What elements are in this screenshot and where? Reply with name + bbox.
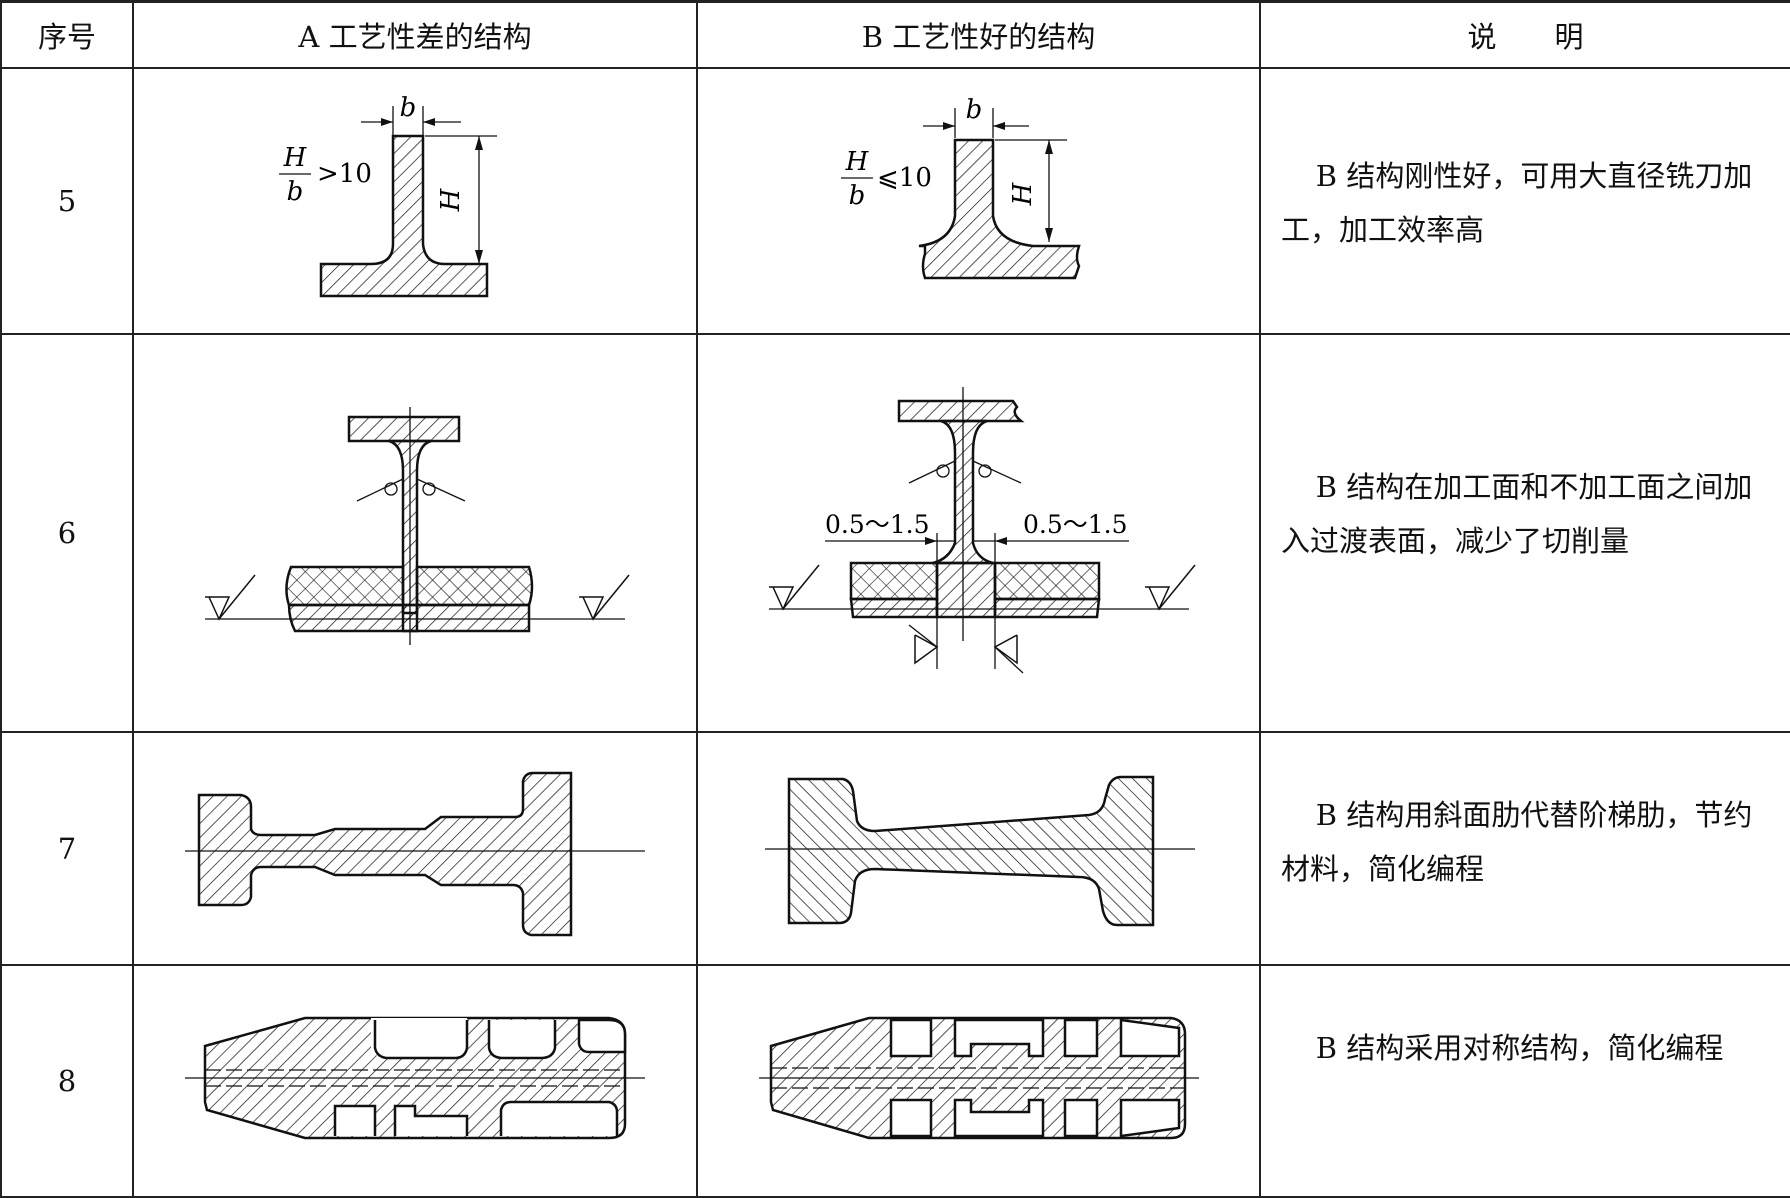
t-section-drawing-a: b H H b >10 [279,96,497,298]
stepped-rib-drawing-a [185,771,645,936]
figure-a [132,964,698,1198]
row-index: 7 [0,731,134,966]
dim-b-label: b [400,96,417,123]
figure-b [696,731,1261,966]
dim-left-label: 0.5～1.5 [825,510,930,539]
header-row: 序号 A 工艺性差的结构 B 工艺性好的结构 说 明 [0,0,1790,69]
table-row: 6 [0,333,1790,733]
table-row: 5 b H H b >10 [0,67,1790,335]
table-row: 7 B 结构用斜面肋代替阶梯肋，节约材料，简化编程 [0,731,1790,966]
figure-b: 0.5～1.5 0.5～1.5 [696,333,1261,733]
row-index: 8 [0,964,134,1198]
symmetric-part-drawing-b [758,1016,1199,1140]
flange-section-drawing-a [205,407,630,645]
t-section-drawing-b: b H H b ⩽10 [840,96,1081,280]
ratio-condition: >10 [317,159,372,189]
header-col-b: B 工艺性好的结构 [696,0,1261,69]
row-description: B 结构在加工面和不加工面之间加入过渡表面，减少了切削量 [1281,470,1753,558]
figure-b [696,964,1261,1198]
figure-a [132,731,698,966]
flange-section-drawing-b: 0.5～1.5 0.5～1.5 [768,387,1196,674]
row-index: 6 [0,333,134,733]
figure-a: b H H b >10 [132,67,698,335]
row-description: B 结构刚性好，可用大直径铣刀加工，加工效率高 [1281,159,1753,247]
ratio-condition: ⩽10 [877,163,932,193]
dim-b-label: b [965,96,982,125]
ratio-denominator: b [287,177,304,207]
asymmetric-part-drawing-a [185,1016,645,1140]
figure-a [132,333,698,733]
table-row: 8 [0,964,1790,1198]
ratio-denominator: b [848,181,865,211]
dim-h-label: H [436,187,466,212]
ratio-numerator: H [283,143,308,173]
ratio-numerator: H [844,147,869,177]
header-index: 序号 [0,0,134,69]
row-index: 5 [0,67,134,335]
header-col-a: A 工艺性差的结构 [132,0,698,69]
row-description: B 结构采用对称结构，简化编程 [1315,1031,1724,1065]
header-desc: 说 明 [1259,0,1790,69]
dim-right-label: 0.5～1.5 [1023,510,1128,539]
row-description: B 结构用斜面肋代替阶梯肋，节约材料，简化编程 [1281,798,1753,886]
sloped-rib-drawing-b [764,775,1195,926]
dim-h-label: H [1008,181,1038,206]
figure-b: b H H b ⩽10 [696,67,1261,335]
